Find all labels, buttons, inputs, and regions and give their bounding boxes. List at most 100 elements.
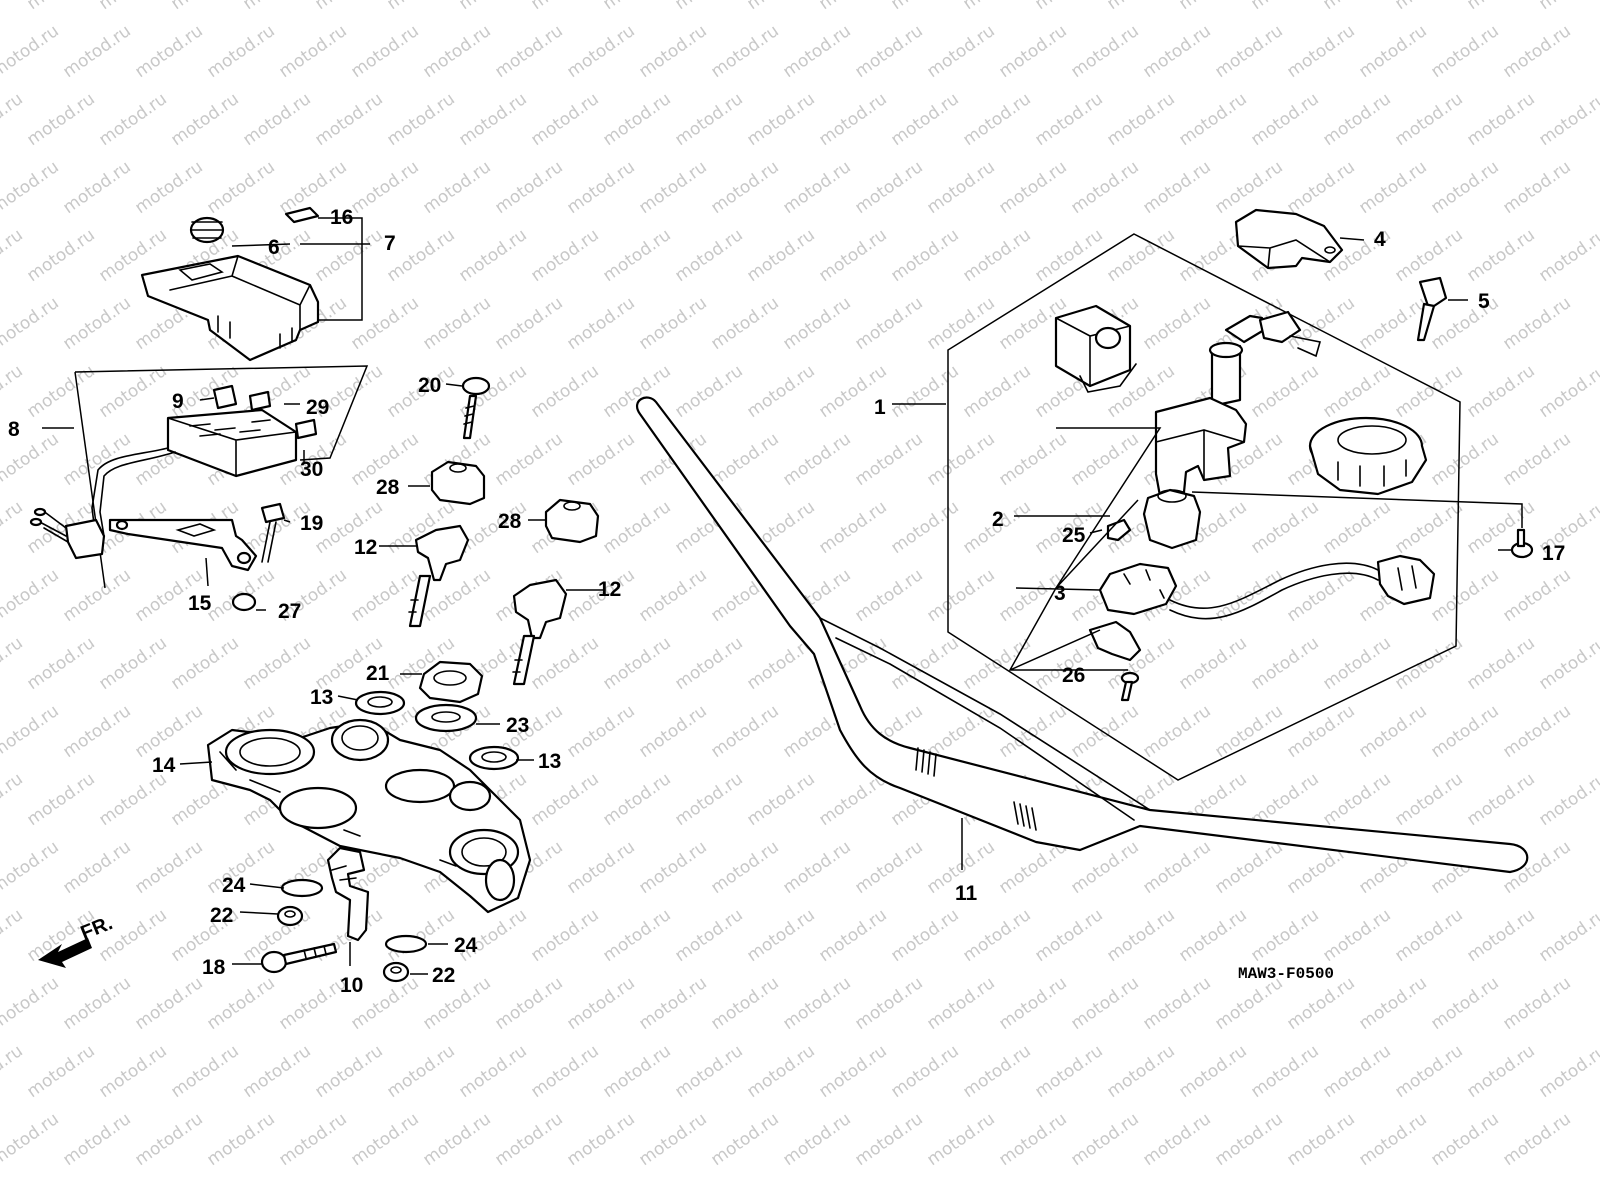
watermark-text: motod.ru [923, 701, 998, 762]
watermark-text: motod.ru [1139, 973, 1214, 1034]
watermark-text: motod.ru [239, 0, 314, 14]
watermark-text: motod.ru [23, 361, 98, 422]
watermark-layer: motod.rumotod.rumotod.rumotod.rumotod.ru… [0, 0, 1600, 1170]
watermark-text: motod.ru [1211, 21, 1286, 82]
watermark-text: motod.ru [851, 429, 926, 490]
callout-9: 9 [172, 390, 184, 413]
watermark-text: motod.ru [995, 1109, 1070, 1170]
watermark-text: motod.ru [923, 429, 998, 490]
watermark-text: motod.ru [239, 89, 314, 150]
watermark-text: motod.ru [527, 905, 602, 966]
watermark-text: motod.ru [599, 225, 674, 286]
watermark-text: motod.ru [1247, 0, 1322, 14]
nut-part-27 [231, 592, 257, 612]
nut-part-22-right [382, 961, 410, 983]
watermark-text: motod.ru [1499, 565, 1574, 626]
callout-4: 4 [1374, 228, 1386, 251]
watermark-text: motod.ru [959, 0, 1034, 14]
watermark-text: motod.ru [0, 633, 27, 694]
watermark-text: motod.ru [671, 769, 746, 830]
watermark-text: motod.ru [1463, 89, 1538, 150]
relay-part [212, 384, 238, 410]
watermark-text: motod.ru [383, 905, 458, 966]
watermark-text: motod.ru [59, 565, 134, 626]
watermark-text: motod.ru [851, 293, 926, 354]
callout-20: 20 [418, 374, 441, 397]
watermark-text: motod.ru [923, 157, 998, 218]
watermark-text: motod.ru [1139, 1109, 1214, 1170]
watermark-text: motod.ru [563, 973, 638, 1034]
watermark-text: motod.ru [0, 157, 63, 218]
callout-3: 3 [1054, 582, 1066, 605]
watermark-text: motod.ru [0, 905, 27, 966]
watermark-text: motod.ru [599, 633, 674, 694]
watermark-text: motod.ru [275, 1109, 350, 1170]
watermark-text: motod.ru [0, 361, 27, 422]
watermark-text: motod.ru [1499, 429, 1574, 490]
watermark-text: motod.ru [0, 973, 63, 1034]
watermark-text: motod.ru [59, 837, 134, 898]
watermark-text: motod.ru [779, 973, 854, 1034]
watermark-text: motod.ru [1535, 361, 1600, 422]
watermark-text: motod.ru [203, 157, 278, 218]
fuse-part-29 [248, 390, 272, 412]
watermark-text: motod.ru [167, 89, 242, 150]
watermark-text: motod.ru [0, 769, 27, 830]
watermark-text: motod.ru [527, 769, 602, 830]
watermark-text: motod.ru [959, 361, 1034, 422]
watermark-text: motod.ru [491, 973, 566, 1034]
watermark-text: motod.ru [1391, 0, 1466, 14]
watermark-text: motod.ru [1139, 293, 1214, 354]
diagram-code: MAW3-F0500 [1238, 965, 1334, 983]
watermark-text: motod.ru [743, 225, 818, 286]
watermark-text: motod.ru [851, 565, 926, 626]
callout-15: 15 [188, 592, 212, 615]
callout-1: 1 [874, 396, 886, 419]
watermark-text: motod.ru [743, 0, 818, 14]
watermark-text: motod.ru [1463, 905, 1538, 966]
switch-body-part [1142, 488, 1202, 550]
contact-base-part [1098, 554, 1436, 620]
watermark-text: motod.ru [1319, 633, 1394, 694]
watermark-text: motod.ru [599, 497, 674, 558]
watermark-text: motod.ru [923, 21, 998, 82]
watermark-text: motod.ru [779, 157, 854, 218]
watermark-text: motod.ru [419, 157, 494, 218]
watermark-text: motod.ru [671, 89, 746, 150]
watermark-text: motod.ru [707, 157, 782, 218]
callout-8: 8 [8, 418, 20, 441]
watermark-text: motod.ru [491, 1109, 566, 1170]
watermark-text: motod.ru [1355, 293, 1430, 354]
watermark-text: motod.ru [635, 293, 710, 354]
watermark-text: motod.ru [1319, 497, 1394, 558]
watermark-text: motod.ru [167, 1041, 242, 1102]
watermark-text: motod.ru [671, 225, 746, 286]
watermark-text: motod.ru [1319, 905, 1394, 966]
watermark-text: motod.ru [0, 497, 27, 558]
nut-part-21 [418, 660, 484, 704]
watermark-text: motod.ru [1283, 21, 1358, 82]
top-bridge-part [206, 718, 532, 914]
watermark-text: motod.ru [131, 157, 206, 218]
watermark-text: motod.ru [1175, 633, 1250, 694]
fuse-box-base-part [29, 408, 298, 560]
watermark-text: motod.ru [1175, 905, 1250, 966]
watermark-text: motod.ru [923, 1109, 998, 1170]
rubber-pad-part [284, 206, 320, 224]
callout-labels: 1 2 3 4 5 6 7 8 9 10 11 12 12 13 13 14 1… [8, 206, 1565, 997]
watermark-text: motod.ru [1103, 89, 1178, 150]
watermark-text: motod.ru [1103, 225, 1178, 286]
watermark-text: motod.ru [1427, 973, 1502, 1034]
callout-11: 11 [955, 882, 978, 905]
watermark-text: motod.ru [455, 0, 530, 14]
watermark-text: motod.ru [635, 973, 710, 1034]
watermark-text: motod.ru [383, 0, 458, 14]
watermark-text: motod.ru [1031, 905, 1106, 966]
watermark-text: motod.ru [1067, 21, 1142, 82]
watermark-text: motod.ru [0, 701, 63, 762]
watermark-text: motod.ru [779, 1109, 854, 1170]
screw-part-26 [1120, 671, 1140, 702]
watermark-text: motod.ru [23, 633, 98, 694]
watermark-text: motod.ru [23, 89, 98, 150]
watermark-text: motod.ru [1139, 21, 1214, 82]
